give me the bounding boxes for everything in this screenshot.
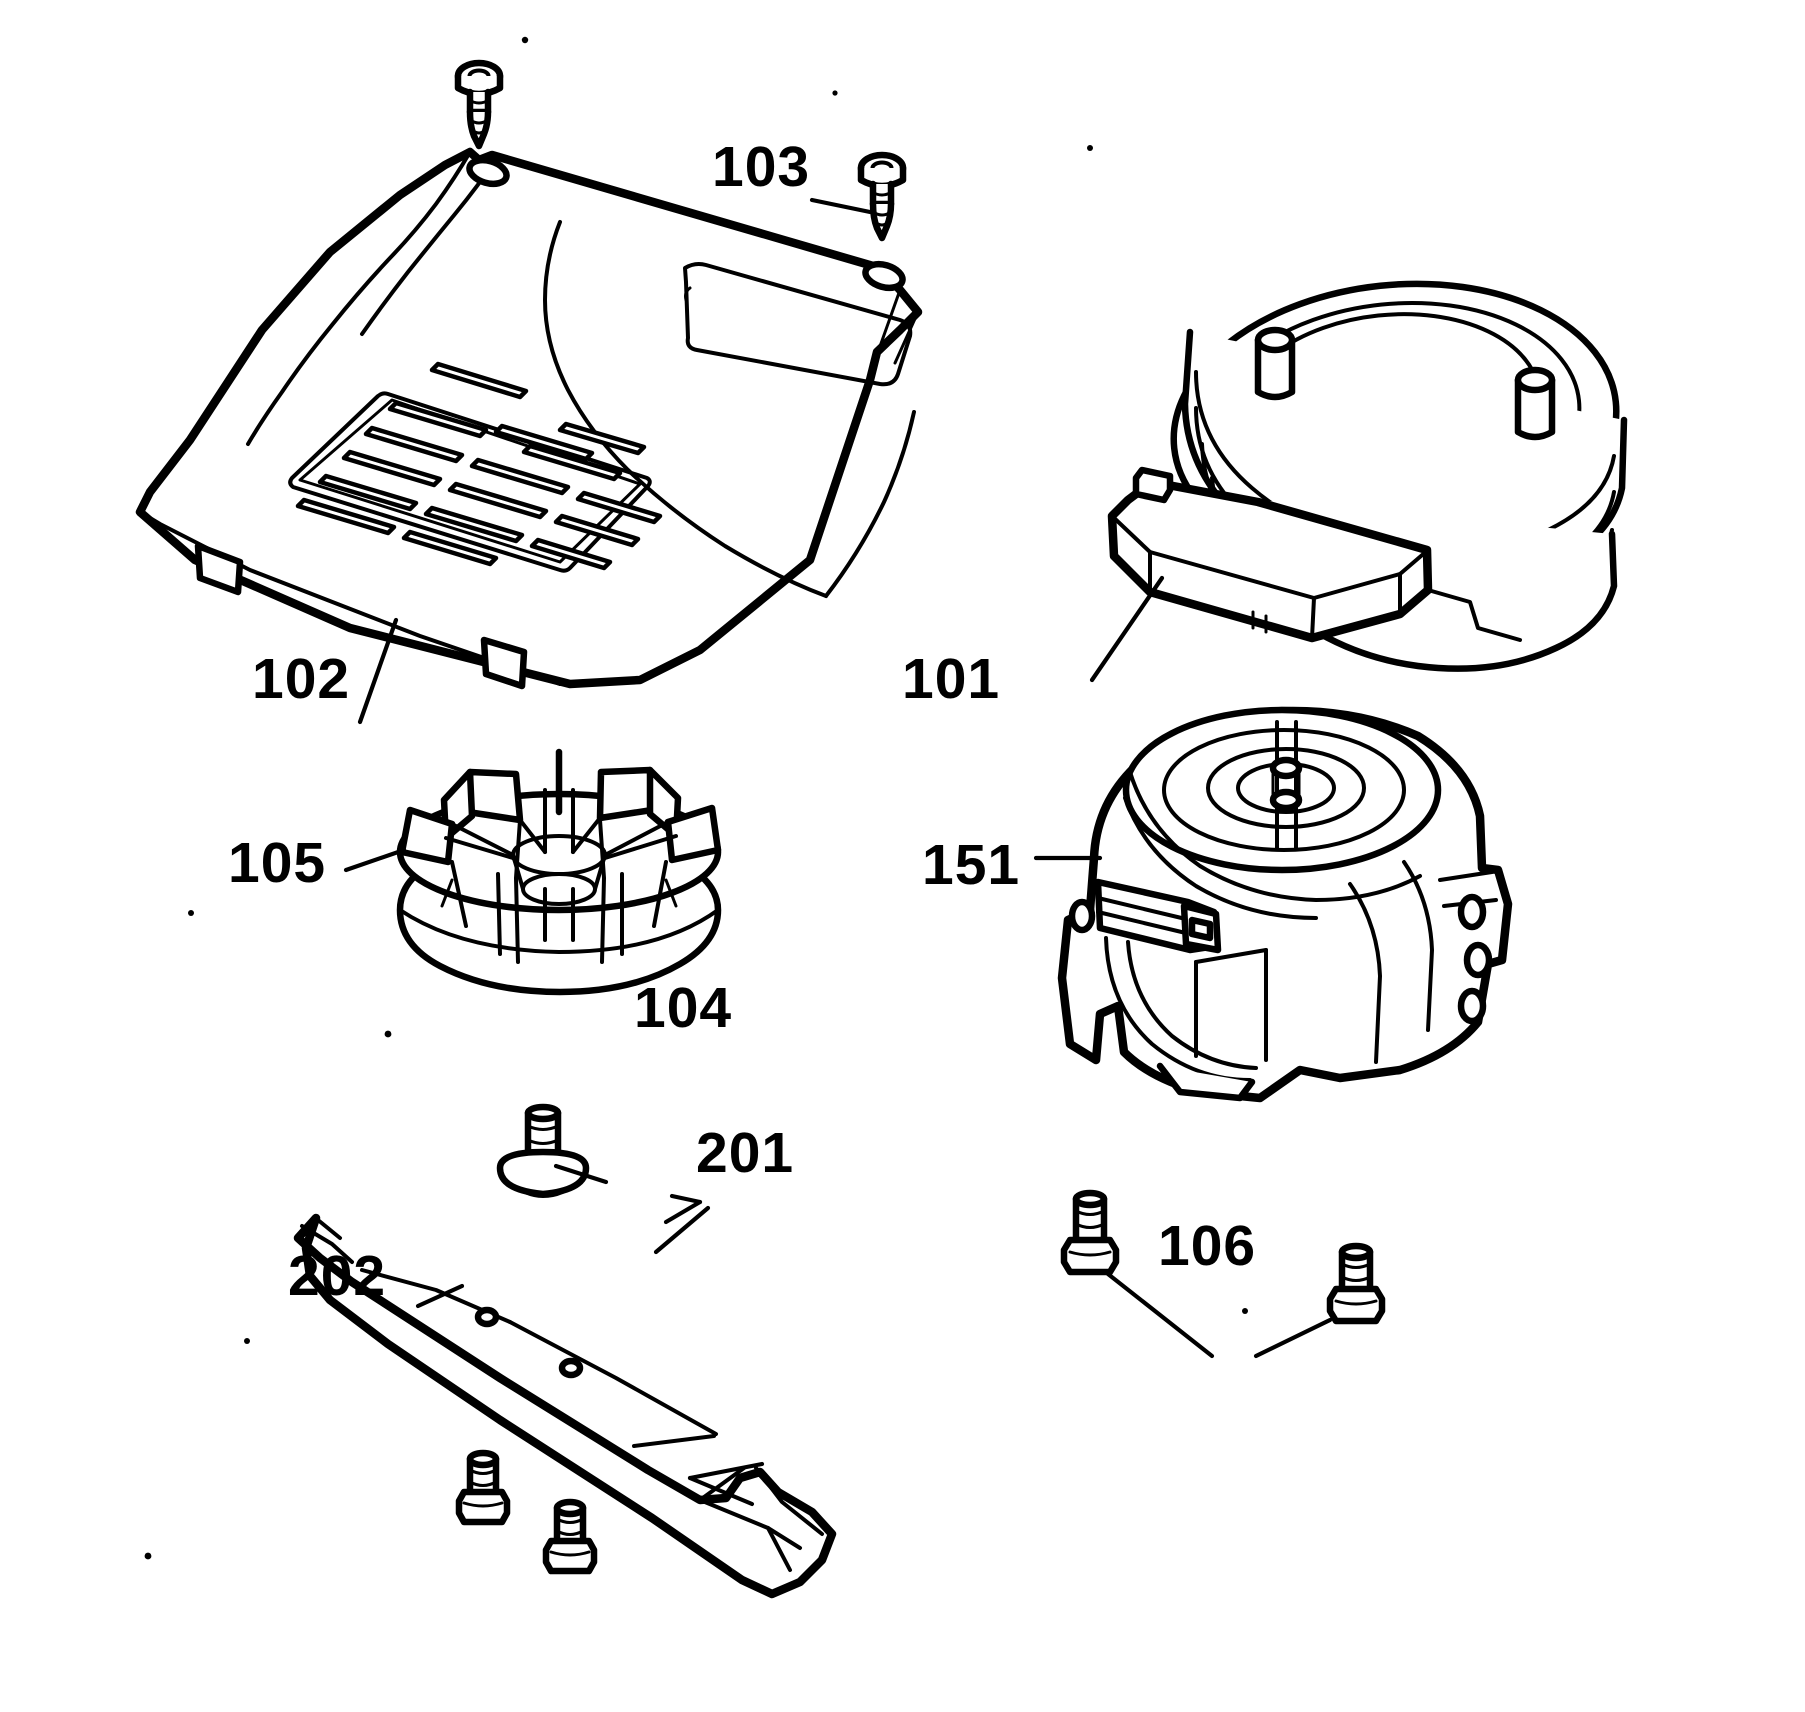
part-106-bolt-left [1060, 1189, 1120, 1276]
leader-105 [343, 847, 407, 873]
callout-labels: 103 102 101 105 151 104 106 201 202 [228, 135, 1256, 1308]
leader-201 [653, 1193, 711, 1255]
leader-202 [415, 1283, 465, 1309]
part-202-bolt-left [455, 1449, 511, 1526]
part-104-bolt [496, 1103, 590, 1198]
part-101-blower-housing [1107, 280, 1628, 672]
screw-103-right [857, 151, 907, 242]
part-105-fan [396, 748, 722, 996]
callout-label-106: 106 [1158, 1214, 1256, 1278]
callout-label-102: 102 [252, 647, 350, 711]
leader-102 [357, 617, 399, 725]
part-102-cover [135, 147, 923, 690]
leader-blade-extras [687, 1461, 765, 1507]
callout-label-103: 103 [712, 135, 810, 199]
leader-104 [553, 1163, 609, 1185]
part-106-bolt-right [1326, 1242, 1386, 1325]
vent-slots [295, 361, 663, 571]
leader-106 [1105, 1271, 1333, 1359]
leader-101 [1089, 575, 1165, 683]
callout-label-105: 105 [228, 831, 326, 895]
part-201-blade [293, 1213, 837, 1599]
screw-103-left [454, 59, 504, 150]
callout-label-101: 101 [902, 647, 1000, 711]
callout-label-104: 104 [634, 976, 732, 1040]
callout-label-202: 202 [288, 1244, 386, 1308]
callout-label-151: 151 [922, 833, 1020, 897]
part-151-motor [1057, 706, 1513, 1103]
callout-label-201: 201 [696, 1121, 794, 1185]
part-202-bolt-right [542, 1498, 598, 1575]
